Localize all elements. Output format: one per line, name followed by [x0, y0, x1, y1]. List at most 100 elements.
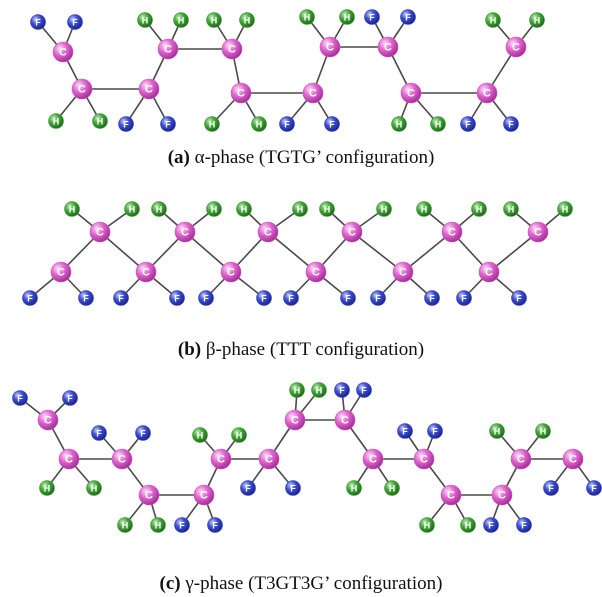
- gamma-fluorine-atom: F: [397, 423, 413, 439]
- atom-symbol: H: [53, 117, 60, 127]
- atom-symbol: C: [447, 490, 455, 502]
- atom-symbol: H: [324, 205, 331, 215]
- atom-symbol: H: [129, 205, 136, 215]
- atom-symbol: C: [228, 44, 236, 56]
- gamma-carbon-atom: C: [362, 448, 384, 470]
- gamma-carbon-atom: C: [334, 409, 356, 431]
- atom-symbol: H: [508, 205, 515, 215]
- atom-symbol: C: [291, 415, 299, 427]
- atom-symbol: H: [256, 120, 263, 130]
- atom-symbol: F: [179, 521, 185, 531]
- atom-symbol: F: [261, 294, 267, 304]
- gamma-hydrogen-atom: H: [311, 382, 327, 398]
- atom-symbol: H: [294, 386, 301, 396]
- alpha-carbon-atom: C: [400, 82, 422, 104]
- atom-symbol: F: [329, 120, 335, 130]
- alpha-carbon-atom: C: [52, 41, 74, 63]
- alpha-carbon-atom: C: [157, 38, 179, 60]
- atom-symbol: C: [348, 227, 356, 239]
- atom-symbol: C: [512, 42, 520, 54]
- atom-symbol: H: [476, 205, 483, 215]
- atom-symbol: C: [164, 44, 172, 56]
- atom-symbol: H: [490, 16, 497, 26]
- gamma-hydrogen-atom: H: [231, 427, 247, 443]
- gamma-carbon-atom: C: [562, 448, 584, 470]
- beta-hydrogen-atom: H: [503, 201, 519, 217]
- atom-symbol: F: [369, 13, 375, 23]
- alpha-fluorine-atom: F: [400, 9, 416, 25]
- beta-carbon-atom: C: [135, 261, 157, 283]
- atom-symbol: C: [181, 227, 189, 239]
- beta-carbon-atom: C: [341, 221, 363, 243]
- atom-symbol: C: [498, 490, 506, 502]
- atom-symbol: H: [236, 431, 243, 441]
- caption-alpha-label: (a): [167, 147, 190, 168]
- atom-symbol: F: [17, 394, 23, 404]
- alpha-carbon-atom: C: [138, 78, 160, 100]
- atom-symbol: F: [27, 294, 33, 304]
- gamma-hydrogen-atom: H: [346, 480, 362, 496]
- beta-backbone-bond: [267, 231, 317, 273]
- gamma-fluorine-atom: F: [543, 480, 559, 496]
- gamma-hydrogen-atom: H: [535, 423, 551, 439]
- gamma-fluorine-atom: F: [207, 517, 223, 533]
- atom-symbol: C: [448, 227, 456, 239]
- caption-gamma-text: γ-phase (T3GT3G’ configuration): [185, 573, 443, 594]
- gamma-hydrogen-atom: H: [419, 517, 435, 533]
- alpha-fluorine-atom: F: [67, 14, 83, 30]
- gamma-fluorine-atom: F: [240, 480, 256, 496]
- gamma-fluorine-atom: F: [135, 425, 151, 441]
- gamma-fluorine-atom: F: [174, 517, 190, 533]
- atom-symbol: F: [174, 294, 180, 304]
- gamma-carbon-atom: C: [58, 448, 80, 470]
- beta-fluorine-atom: F: [113, 290, 129, 306]
- atom-symbol: F: [35, 18, 41, 28]
- atom-symbol: H: [142, 16, 149, 26]
- atom-symbol: C: [227, 267, 235, 279]
- beta-fluorine-atom: F: [511, 290, 527, 306]
- atom-symbol: C: [142, 267, 150, 279]
- atom-symbol: F: [488, 521, 494, 531]
- atom-symbol: F: [375, 294, 381, 304]
- atom-symbol: C: [399, 267, 407, 279]
- beta-hydrogen-atom: H: [376, 201, 392, 217]
- alpha-hydrogen-atom: H: [529, 12, 545, 28]
- alpha-hydrogen-atom: H: [173, 12, 189, 28]
- alpha-fluorine-atom: F: [30, 14, 46, 30]
- atom-symbol: F: [118, 294, 124, 304]
- beta-hydrogen-atom: H: [416, 201, 432, 217]
- gamma-hydrogen-atom: H: [192, 427, 208, 443]
- atom-symbol: F: [212, 521, 218, 531]
- beta-hydrogen-atom: H: [236, 201, 252, 217]
- atom-symbol: H: [389, 484, 396, 494]
- beta-carbon-atom: C: [392, 261, 414, 283]
- atom-symbol: F: [140, 429, 146, 439]
- atom-symbol: H: [97, 117, 104, 127]
- atom-symbol: F: [83, 294, 89, 304]
- atom-symbol: C: [534, 227, 542, 239]
- atom-symbol: H: [211, 205, 218, 215]
- atom-symbol: F: [432, 427, 438, 437]
- alpha-fluorine-atom: F: [460, 116, 476, 132]
- gamma-hydrogen-atom: H: [39, 480, 55, 496]
- gamma-fluorine-atom: F: [285, 480, 301, 496]
- atom-symbol: C: [145, 84, 153, 96]
- atom-symbol: H: [297, 205, 304, 215]
- atom-symbol: F: [548, 484, 554, 494]
- atom-symbol: C: [96, 227, 104, 239]
- beta-carbon-atom: C: [174, 221, 196, 243]
- alpha-hydrogen-atom: H: [206, 12, 222, 28]
- alpha-fluorine-atom: F: [503, 116, 519, 132]
- atom-symbol: F: [288, 294, 294, 304]
- atom-symbol: H: [197, 431, 204, 441]
- beta-hydrogen-atom: H: [124, 201, 140, 217]
- atom-symbol: H: [304, 13, 311, 23]
- beta-fluorine-atom: F: [456, 290, 472, 306]
- beta-hydrogen-atom: H: [471, 201, 487, 217]
- alpha-carbon-atom: C: [377, 36, 399, 58]
- caption-alpha-text: α-phase (TGTG’ configuration): [194, 147, 435, 168]
- atom-symbol: F: [203, 294, 209, 304]
- atom-symbol: F: [361, 386, 367, 396]
- gamma-hydrogen-atom: H: [460, 517, 476, 533]
